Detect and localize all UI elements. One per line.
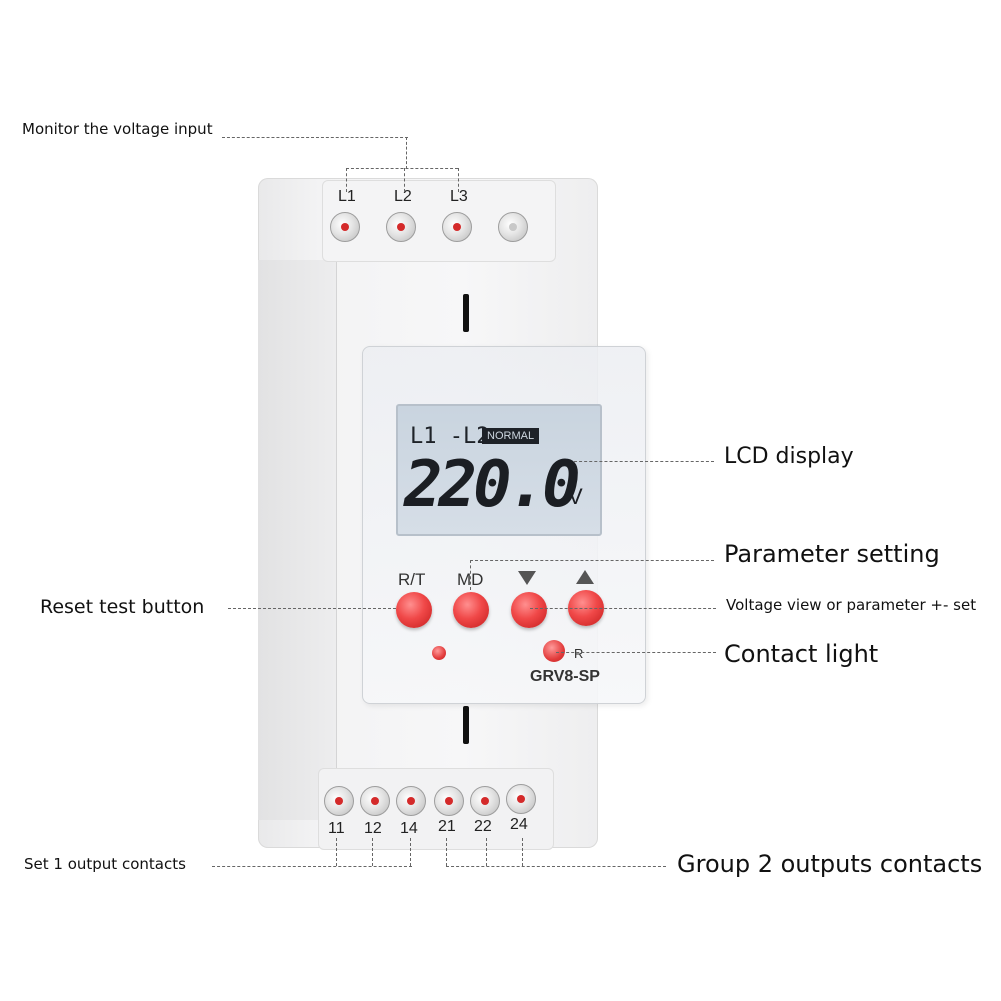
monitor-bracket-l1 xyxy=(346,168,347,192)
terminal-label-l3: L3 xyxy=(450,188,468,205)
lcd-display xyxy=(396,404,602,536)
lcd-status-badge: NORMAL xyxy=(482,428,540,444)
set1-bracket-11 xyxy=(336,838,337,866)
group2-bracket-24 xyxy=(522,838,523,866)
terminal-screw-22 xyxy=(470,786,500,816)
set1-bracket-12 xyxy=(372,838,373,866)
reset-test-button[interactable] xyxy=(396,592,432,628)
parameter-leader-line xyxy=(470,560,714,561)
terminal-screw-blank xyxy=(498,212,528,242)
terminal-screw-14 xyxy=(396,786,426,816)
down-arrow-icon xyxy=(518,571,536,585)
housing-side-panel xyxy=(258,260,337,820)
bottom-slot xyxy=(463,706,469,744)
monitor-leader-line xyxy=(222,137,408,138)
power-led xyxy=(432,646,446,660)
terminal-screw-l1 xyxy=(330,212,360,242)
terminal-label-22: 22 xyxy=(474,818,492,835)
terminal-label-l1: L1 xyxy=(338,188,356,205)
group2-leader-line xyxy=(446,866,666,867)
voltage-view-label: Voltage view or parameter +- set xyxy=(726,596,977,614)
terminal-screw-11 xyxy=(324,786,354,816)
reset-leader-line xyxy=(228,608,396,609)
lcd-voltage-value: 220.0 xyxy=(404,448,581,522)
lcd-unit: V xyxy=(568,484,583,509)
group2-bracket-21 xyxy=(446,838,447,866)
model-label: GRV8-SP xyxy=(530,668,600,685)
monitor-voltage-label: Monitor the voltage input xyxy=(22,120,213,138)
voltage-leader-line xyxy=(530,608,716,609)
set1-output-label: Set 1 output contacts xyxy=(24,855,186,873)
contact-led xyxy=(543,640,565,662)
terminal-label-12: 12 xyxy=(364,820,382,837)
lcd-leader-line xyxy=(574,461,714,462)
parameter-setting-label: Parameter setting xyxy=(724,540,940,568)
lcd-display-label: LCD display xyxy=(724,444,854,469)
terminal-label-l2: L2 xyxy=(394,188,412,205)
monitor-leader-drop xyxy=(406,137,407,169)
terminal-label-14: 14 xyxy=(400,820,418,837)
contact-leader-line xyxy=(556,652,716,653)
up-arrow-icon xyxy=(576,570,594,584)
down-button[interactable] xyxy=(511,592,547,628)
set1-bracket-14 xyxy=(410,838,411,866)
terminal-label-24: 24 xyxy=(510,816,528,833)
group2-output-label: Group 2 outputs contacts xyxy=(677,850,983,878)
terminal-screw-12 xyxy=(360,786,390,816)
monitor-bracket-l2 xyxy=(404,168,405,192)
monitor-bracket xyxy=(346,168,458,169)
terminal-screw-24 xyxy=(506,784,536,814)
top-slot xyxy=(463,294,469,332)
parameter-leader-drop xyxy=(470,560,471,590)
monitor-bracket-l3 xyxy=(458,168,459,192)
reset-test-label: R/T xyxy=(398,570,426,589)
terminal-screw-l3 xyxy=(442,212,472,242)
relay-mark: R xyxy=(574,646,584,661)
reset-test-callout: Reset test button xyxy=(40,596,205,618)
terminal-screw-l2 xyxy=(386,212,416,242)
contact-light-label: Contact light xyxy=(724,640,879,668)
terminal-label-21: 21 xyxy=(438,818,456,835)
mode-button[interactable] xyxy=(453,592,489,628)
terminal-screw-21 xyxy=(434,786,464,816)
lcd-channel: L1 -L2 xyxy=(410,424,490,449)
set1-leader-line xyxy=(212,866,412,867)
group2-bracket-22 xyxy=(486,838,487,866)
terminal-label-11: 11 xyxy=(328,820,345,837)
